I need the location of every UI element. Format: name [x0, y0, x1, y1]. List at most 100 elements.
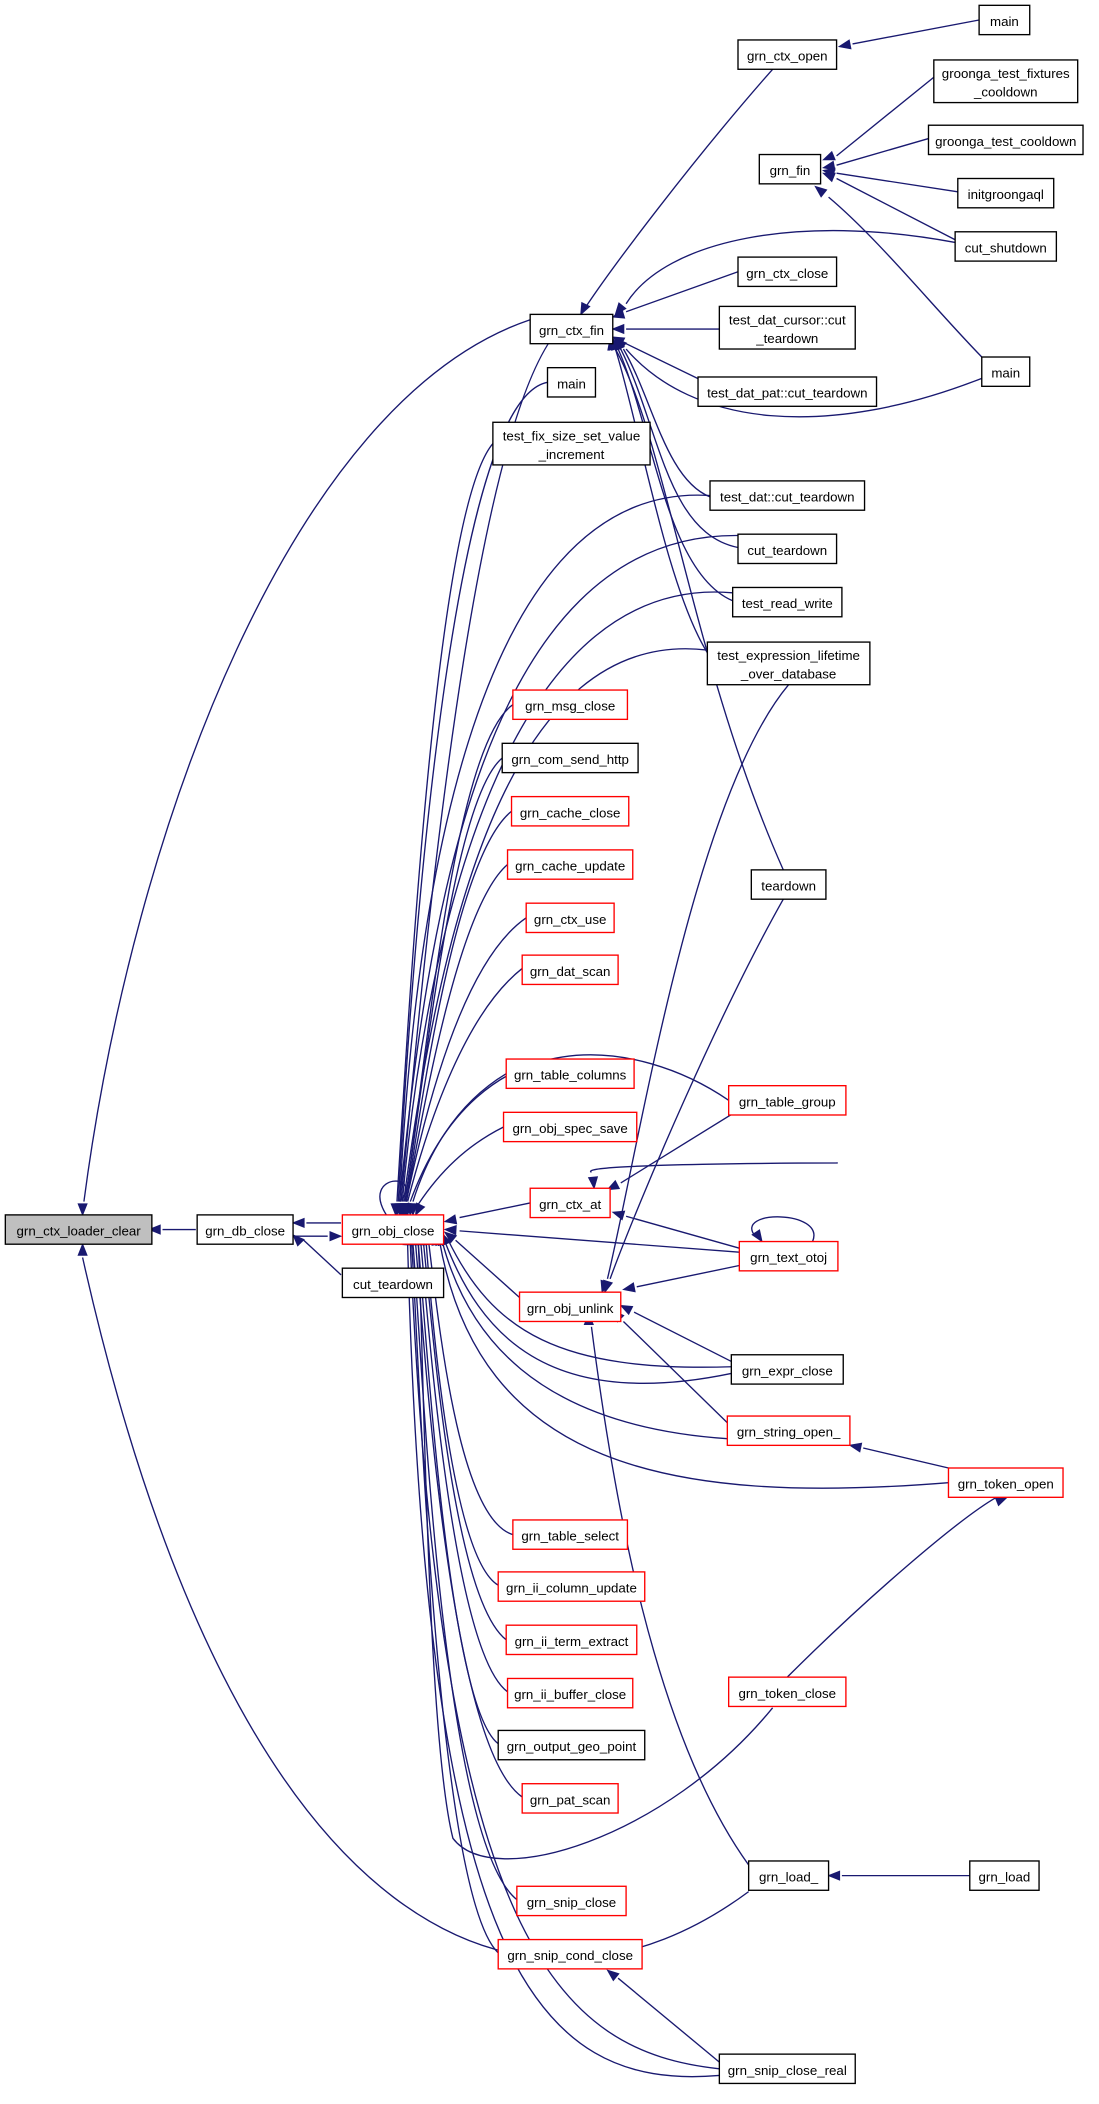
node-box[interactable]	[529, 1187, 611, 1219]
node-ctx-close[interactable]: grn_ctx_close	[737, 256, 838, 288]
node-dat-cursor-td[interactable]: test_dat_cursor::cut_teardown	[718, 305, 856, 350]
node-table-group[interactable]: grn_table_group	[727, 1085, 847, 1116]
node-cut-teardown-b[interactable]: cut_teardown	[737, 533, 838, 565]
node-obj-unlink[interactable]: grn_obj_unlink	[518, 1291, 622, 1323]
node-ii-column-update[interactable]: grn_ii_column_update	[497, 1571, 646, 1602]
node-box[interactable]	[506, 1677, 634, 1709]
node-com-send-http[interactable]: grn_com_send_http	[501, 742, 639, 774]
node-box[interactable]	[497, 1571, 646, 1602]
node-fix-cooldown[interactable]: groonga_test_fixtures_cooldown	[933, 59, 1079, 104]
node-box[interactable]	[737, 256, 838, 288]
node-box[interactable]	[954, 231, 1058, 262]
node-box[interactable]	[196, 1214, 294, 1245]
node-obj-close[interactable]: grn_obj_close	[341, 1214, 445, 1245]
node-box[interactable]	[546, 366, 597, 398]
node-box[interactable]	[947, 1467, 1064, 1498]
node-box[interactable]	[718, 305, 856, 350]
node-box[interactable]	[933, 59, 1079, 104]
node-box[interactable]	[512, 1519, 629, 1550]
node-box[interactable]	[927, 124, 1084, 156]
node-teardown[interactable]: teardown	[750, 869, 827, 900]
node-box[interactable]	[506, 849, 634, 880]
node-read-write[interactable]: test_read_write	[731, 586, 843, 618]
node-box[interactable]	[497, 1938, 643, 1970]
node-load-[interactable]: grn_load_	[747, 1860, 830, 1891]
node-main-1[interactable]: main	[978, 4, 1031, 36]
node-box[interactable]	[737, 39, 838, 70]
node-box[interactable]	[4, 1214, 153, 1245]
node-box[interactable]	[750, 869, 827, 900]
node-pat-scan[interactable]: grn_pat_scan	[521, 1783, 619, 1814]
node-box[interactable]	[525, 902, 615, 934]
node-ctx-open[interactable]: grn_ctx_open	[737, 39, 838, 70]
node-dat-scan[interactable]: grn_dat_scan	[521, 954, 619, 986]
node-box[interactable]	[505, 1624, 638, 1656]
node-box[interactable]	[747, 1860, 830, 1891]
node-dat-td[interactable]: test_dat::cut_teardown	[709, 480, 866, 511]
node-ctx-at[interactable]: grn_ctx_at	[529, 1187, 611, 1219]
node-snip-close[interactable]: grn_snip_close	[516, 1885, 627, 1917]
node-box[interactable]	[709, 480, 866, 511]
node-test-cooldown[interactable]: groonga_test_cooldown	[927, 124, 1084, 156]
node-db-close[interactable]: grn_db_close	[196, 1214, 294, 1245]
node-box[interactable]	[727, 1085, 847, 1116]
node-box[interactable]	[978, 4, 1031, 36]
node-box[interactable]	[497, 1729, 646, 1761]
node-box[interactable]	[758, 153, 822, 185]
node-box[interactable]	[341, 1214, 445, 1245]
node-cut-teardown-a[interactable]: cut_teardown	[341, 1267, 445, 1299]
node-output-geo-point[interactable]: grn_output_geo_point	[497, 1729, 646, 1761]
node-obj-spec-save[interactable]: grn_obj_spec_save	[502, 1111, 638, 1143]
node-box[interactable]	[501, 742, 639, 774]
node-load[interactable]: grn_load	[969, 1860, 1040, 1891]
node-box[interactable]	[731, 586, 843, 618]
node-box[interactable]	[529, 313, 614, 345]
node-snip-cond-close[interactable]: grn_snip_cond_close	[497, 1938, 643, 1970]
node-box[interactable]	[969, 1860, 1040, 1891]
node-table-columns[interactable]: grn_table_columns	[505, 1058, 635, 1090]
node-box[interactable]	[718, 2053, 856, 2085]
node-cache-close[interactable]: grn_cache_close	[510, 795, 630, 827]
node-box[interactable]	[341, 1267, 445, 1299]
node-box[interactable]	[518, 1291, 622, 1323]
node-box[interactable]	[738, 1240, 839, 1272]
node-main-3[interactable]: main	[546, 366, 597, 398]
node-box[interactable]	[510, 795, 630, 827]
node-box[interactable]	[492, 421, 651, 466]
node-root[interactable]: grn_ctx_loader_clear	[4, 1214, 153, 1245]
node-box[interactable]	[957, 177, 1055, 209]
node-box[interactable]	[737, 533, 838, 565]
node-token-open[interactable]: grn_token_open	[947, 1467, 1064, 1498]
node-box[interactable]	[706, 641, 871, 686]
node-snip-close-real[interactable]: grn_snip_close_real	[718, 2053, 856, 2085]
node-box[interactable]	[512, 689, 629, 721]
node-string-open[interactable]: grn_string_open_	[726, 1415, 851, 1447]
node-box[interactable]	[727, 1676, 847, 1708]
node-box[interactable]	[697, 376, 878, 407]
node-ctx-use[interactable]: grn_ctx_use	[525, 902, 615, 934]
node-dat-pat-td[interactable]: test_dat_pat::cut_teardown	[697, 376, 878, 407]
node-ii-buffer-close[interactable]: grn_ii_buffer_close	[506, 1677, 634, 1709]
node-fix-size[interactable]: test_fix_size_set_value_increment	[492, 421, 651, 466]
node-box[interactable]	[521, 1783, 619, 1814]
node-box[interactable]	[730, 1354, 844, 1385]
node-box[interactable]	[521, 954, 619, 986]
node-token-close[interactable]: grn_token_close	[727, 1676, 847, 1708]
node-initgroongaql[interactable]: initgroongaql	[957, 177, 1055, 209]
node-box[interactable]	[505, 1058, 635, 1090]
node-box[interactable]	[981, 356, 1031, 387]
node-ii-term-extract[interactable]: grn_ii_term_extract	[505, 1624, 638, 1656]
node-box[interactable]	[726, 1415, 851, 1447]
node-text-otoj[interactable]: grn_text_otoj	[738, 1240, 839, 1272]
node-expr-close[interactable]: grn_expr_close	[730, 1354, 844, 1385]
node-cut-shutdown[interactable]: cut_shutdown	[954, 231, 1058, 262]
node-ctx-fin[interactable]: grn_ctx_fin	[529, 313, 614, 345]
node-box[interactable]	[502, 1111, 638, 1143]
node-cache-update[interactable]: grn_cache_update	[506, 849, 634, 880]
node-main-2[interactable]: main	[981, 356, 1031, 387]
node-fin[interactable]: grn_fin	[758, 153, 822, 185]
node-expr-lifetime[interactable]: test_expression_lifetime_over_database	[706, 641, 871, 686]
node-table-select[interactable]: grn_table_select	[512, 1519, 629, 1550]
node-box[interactable]	[516, 1885, 627, 1917]
node-msg-close[interactable]: grn_msg_close	[512, 689, 629, 721]
